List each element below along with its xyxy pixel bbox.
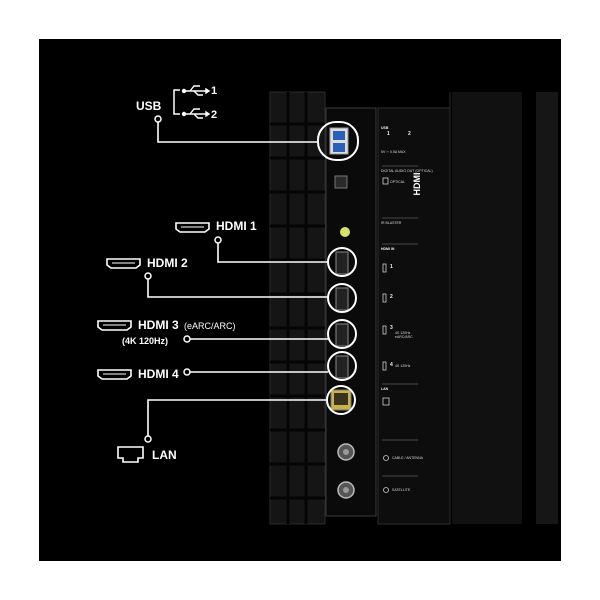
hdmi2-leader (147, 278, 328, 298)
panel-hdmi-port-2: 2 (390, 294, 393, 300)
usb-symbol-icon (181, 108, 211, 119)
usb-leader (157, 121, 318, 143)
panel-hdmi-port-4-note: 4K 120Hz (395, 364, 411, 368)
hdmi1-label: HDMI 1 (216, 219, 257, 233)
ir-led (340, 227, 350, 237)
hdmi3-sub: (4K 120Hz) (122, 336, 169, 346)
panel-hdmi-in: HDMI IN (381, 247, 395, 251)
optical-glyph (382, 177, 389, 185)
usb-symbol-icon (181, 85, 211, 96)
lan-icon (117, 446, 144, 463)
hdmi-glyph (382, 263, 387, 273)
hdmi3-label: HDMI 3 (138, 318, 179, 332)
antenna-connector (337, 443, 355, 461)
hdmi-port-4 (335, 355, 349, 379)
hdmi-glyph (382, 325, 387, 335)
panel-sat: SATELLITE (392, 488, 411, 492)
hdmi-logo: HDMI (412, 173, 422, 196)
panel-usb-title: USB (381, 126, 389, 130)
panel-hdmi-port-4: 4 (390, 362, 393, 368)
hdmi4-leader-dot (183, 368, 191, 376)
hdmi1-leader (217, 242, 328, 263)
hdmi1-leader-dot (214, 236, 222, 244)
hdmi2-label: HDMI 2 (147, 256, 188, 270)
panel-cable: CABLE / ANTENNA (392, 456, 423, 460)
panel-digital-audio: DIGITAL AUDIO OUT (OPTICAL) (381, 169, 433, 173)
lan-leader (147, 399, 327, 437)
hdmi-port-2 (335, 287, 349, 311)
lan-label: LAN (152, 448, 177, 462)
hdmi2-leader-dot (144, 272, 152, 280)
hdmi3-highlight-ring (327, 319, 357, 349)
housing-edge (536, 92, 558, 524)
usb-leader-dot (154, 115, 162, 123)
hdmi-port-3 (335, 323, 349, 347)
hdmi3-leader-dot (183, 335, 191, 343)
hdmi-connector-icon (97, 320, 132, 331)
lan-port (330, 389, 352, 411)
hdmi3-note: (eARC/ARC) (184, 321, 236, 331)
panel-usb-num-2: 2 (408, 131, 411, 137)
usb-port-1-label: 1 (211, 85, 218, 97)
hdmi2-highlight-ring (327, 283, 357, 313)
hdmi-connector-icon (106, 258, 141, 269)
optical-port (334, 175, 348, 189)
usb-branch-bracket (173, 89, 180, 115)
usb-port-2-label: 2 (211, 109, 218, 121)
hdmi-connector-icon (97, 369, 132, 380)
panel-lan: LAN (381, 387, 389, 391)
label-strip (377, 107, 451, 525)
hdmi-connector-icon (175, 222, 210, 233)
panel-usb-num-1: 1 (387, 131, 390, 137)
satellite-glyph (383, 487, 389, 493)
hdmi-glyph (382, 361, 387, 371)
hdmi4-highlight-ring (327, 351, 357, 381)
satellite-connector (337, 481, 355, 499)
usb-port (329, 127, 349, 155)
hdmi-port-1 (335, 251, 349, 275)
hdmi4-label: HDMI 4 (138, 367, 179, 381)
lan-leader-dot (144, 435, 152, 443)
antenna-glyph (383, 455, 389, 461)
panel-usb-spec: 5V ⎓ 0.5A MAX (381, 150, 406, 154)
housing-block (452, 92, 522, 524)
panel-hdmi-port-3-note: 4K 120Hz eARC/ARC (395, 331, 413, 339)
panel-optical: OPTICAL (390, 180, 405, 184)
vent-grille (269, 91, 326, 525)
panel-hdmi-port-3: 3 (390, 325, 393, 331)
panel-ir: IR BLASTER (381, 221, 402, 225)
hdmi-glyph (382, 293, 387, 303)
panel-hdmi-port-1: 1 (390, 264, 393, 270)
lan-glyph (382, 397, 390, 406)
usb-highlight-ring (317, 121, 359, 161)
usb-label: USB (136, 99, 162, 113)
